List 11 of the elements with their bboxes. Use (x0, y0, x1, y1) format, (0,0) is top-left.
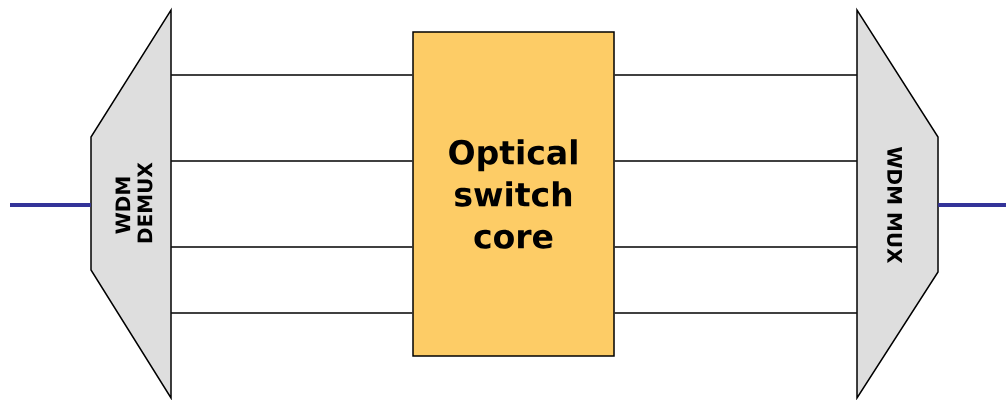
connector-line (614, 312, 858, 314)
connector-line (614, 246, 858, 248)
connector-line (170, 74, 413, 76)
connector-line (170, 312, 413, 314)
connector-line (170, 160, 413, 162)
connector-line (10, 203, 91, 207)
switch-box: Optical switch core (412, 31, 615, 357)
connector-line (614, 74, 858, 76)
connector-line (170, 246, 413, 248)
connector-line (614, 160, 858, 162)
connector-line (938, 203, 1006, 207)
